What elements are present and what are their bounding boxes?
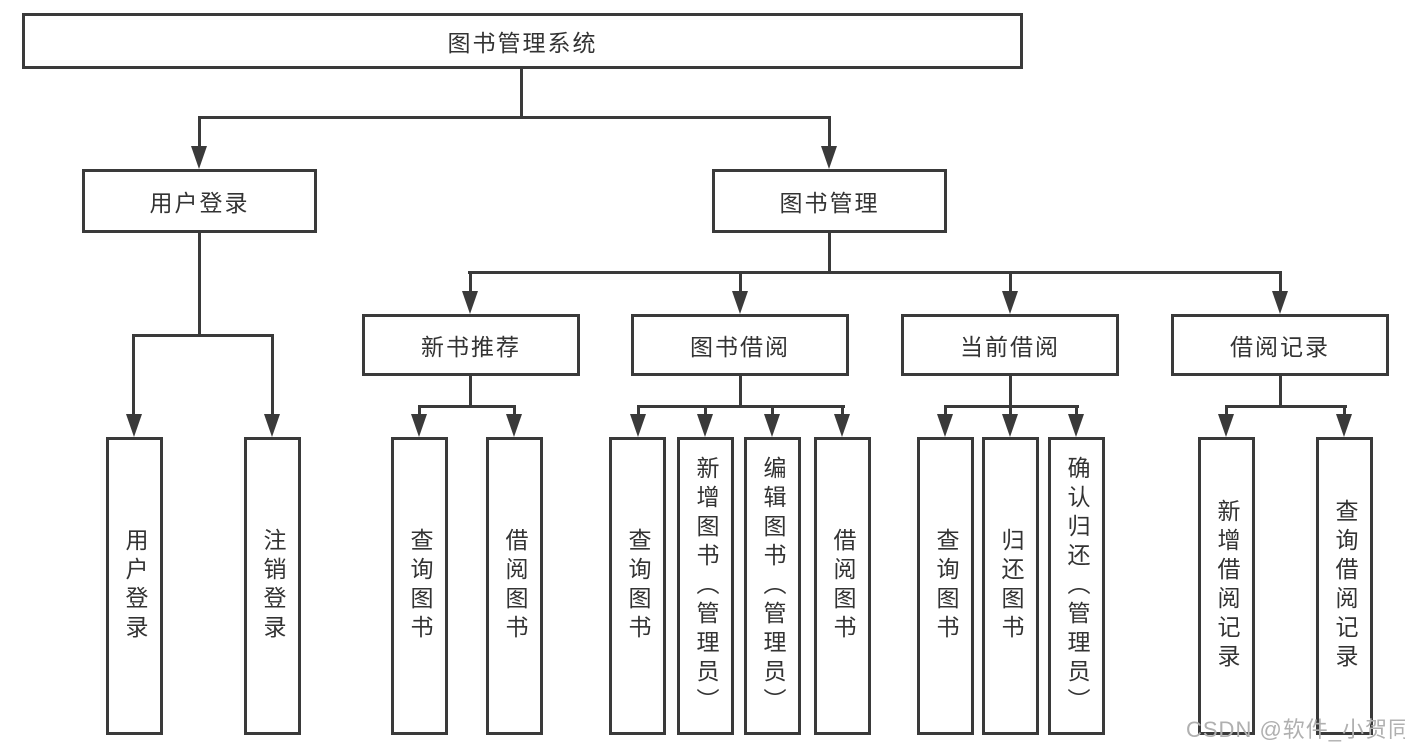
leaf-br-query-record: 查询借阅记录 (1316, 437, 1373, 735)
connector-stem (469, 271, 472, 292)
connector-stem (1279, 271, 1282, 292)
leaf-bb-edit-book-admin: 编辑图书（管理员） (744, 437, 801, 735)
connector-group-feed (1279, 376, 1282, 407)
leaf-label: 新增图书（管理员） (693, 455, 719, 717)
connector-group-feed (739, 376, 742, 407)
arrow-down-icon (411, 414, 427, 437)
arrow-down-icon (732, 291, 748, 314)
arrow-down-icon (1002, 414, 1018, 437)
arrow-down-icon (697, 414, 713, 437)
arrow-down-icon (191, 146, 207, 169)
node-user-login: 用户登录 (82, 169, 317, 233)
csdn-watermark: CSDN @软件_小贺同学 (1186, 717, 1405, 742)
leaf-user-login: 用户登录 (106, 437, 163, 735)
leaf-logout: 注销登录 (244, 437, 301, 735)
arrow-down-icon (462, 291, 478, 314)
node-library-system: 图书管理系统 (22, 13, 1023, 69)
leaf-bb-borrow-book: 借阅图书 (814, 437, 871, 735)
connector-stem (739, 271, 742, 292)
connector-mgmt-feed (828, 233, 831, 273)
connector-group-branch (637, 405, 845, 408)
connector-stem (513, 405, 516, 415)
connector-stem (271, 334, 274, 414)
connector-group-branch (945, 405, 1079, 408)
connector-stem (841, 405, 844, 415)
connector-group-feed (469, 376, 472, 407)
leaf-label: 查询图书 (407, 528, 433, 644)
arrow-down-icon (1336, 414, 1352, 437)
connector-root-feed (520, 69, 523, 117)
connector-stem (132, 334, 135, 414)
leaf-cb-confirm-return-admin: 确认归还（管理员） (1048, 437, 1105, 735)
arrow-down-icon (630, 414, 646, 437)
connector-stem (1075, 405, 1078, 415)
leaf-nbr-query-book: 查询图书 (391, 437, 448, 735)
connector-stem (1343, 405, 1346, 415)
leaf-label: 注销登录 (260, 528, 286, 644)
leaf-label: 查询图书 (933, 528, 959, 644)
arrow-down-icon (937, 414, 953, 437)
connector-login-feed (198, 233, 201, 335)
connector-group-branch (1225, 405, 1347, 408)
leaf-label: 借阅图书 (502, 528, 528, 644)
leaf-bb-query-book: 查询图书 (609, 437, 666, 735)
connector-level3-branch (468, 271, 1282, 274)
arrow-down-icon (1068, 414, 1084, 437)
connector-group-branch (418, 405, 516, 408)
node-borrow-records: 借阅记录 (1171, 314, 1389, 376)
leaf-label: 用户登录 (122, 528, 148, 644)
leaf-cb-query-book: 查询图书 (917, 437, 974, 735)
leaf-label: 新增借阅记录 (1214, 499, 1240, 673)
leaf-bb-add-book-admin: 新增图书（管理员） (677, 437, 734, 735)
connector-stem (771, 405, 774, 415)
connector-stem (944, 405, 947, 415)
leaf-label: 查询图书 (625, 528, 651, 644)
connector-stem (1225, 405, 1228, 415)
leaf-label: 归还图书 (998, 528, 1024, 644)
node-new-book-recommend: 新书推荐 (362, 314, 580, 376)
connector-level2-branch (198, 116, 830, 119)
arrow-down-icon (1002, 291, 1018, 314)
connector-stem (198, 116, 201, 147)
arrow-down-icon (1272, 291, 1288, 314)
node-current-borrow: 当前借阅 (901, 314, 1119, 376)
arrow-down-icon (1218, 414, 1234, 437)
leaf-nbr-borrow-book: 借阅图书 (486, 437, 543, 735)
arrow-down-icon (506, 414, 522, 437)
leaf-label: 借阅图书 (830, 528, 856, 644)
arrow-down-icon (834, 414, 850, 437)
leaf-label: 编辑图书（管理员） (760, 455, 786, 717)
leaf-br-add-record: 新增借阅记录 (1198, 437, 1255, 735)
connector-stem (828, 116, 831, 147)
arrow-down-icon (126, 414, 142, 437)
arrow-down-icon (264, 414, 280, 437)
leaf-label: 确认归还（管理员） (1064, 455, 1090, 717)
connector-stem (704, 405, 707, 415)
connector-stem (1009, 271, 1012, 292)
node-book-management: 图书管理 (712, 169, 947, 233)
arrow-down-icon (764, 414, 780, 437)
connector-stem (637, 405, 640, 415)
leaf-label: 查询借阅记录 (1332, 499, 1358, 673)
arrow-down-icon (821, 146, 837, 169)
connector-group-feed (1009, 376, 1012, 407)
connector-stem (418, 405, 421, 415)
connector-stem (1009, 405, 1012, 415)
node-book-borrow: 图书借阅 (631, 314, 849, 376)
leaf-cb-return-book: 归还图书 (982, 437, 1039, 735)
connector-login-branch (132, 334, 274, 337)
